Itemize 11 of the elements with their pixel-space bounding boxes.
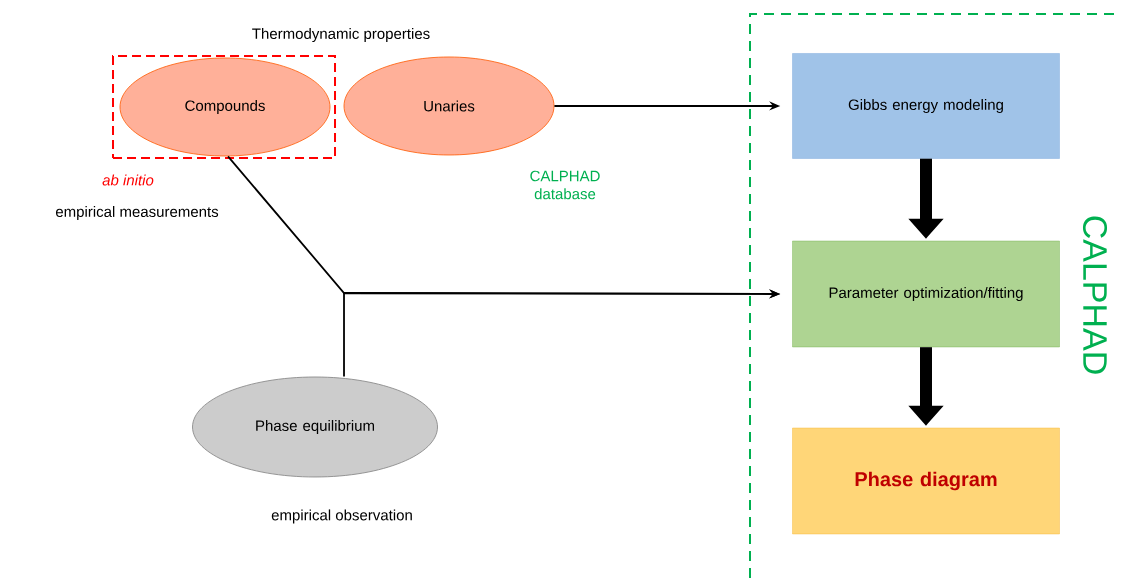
caption-text: empirical observation [271,509,412,524]
label-text: ab initio [102,174,154,186]
process-box: Parameter optimization/fitting [792,240,1060,348]
process-box: Gibbs energy modeling [792,53,1060,159]
process-box: Phase diagram [792,427,1060,535]
label-text: empirical measurements [55,206,219,220]
label-text: CALPHAD database [530,170,600,200]
ellipse-node: Unaries [343,56,555,156]
ellipse-node: Phase equilibrium [192,376,438,478]
ellipse-node: Compounds [119,57,331,157]
label-text: Thermodynamic properties [252,28,430,42]
